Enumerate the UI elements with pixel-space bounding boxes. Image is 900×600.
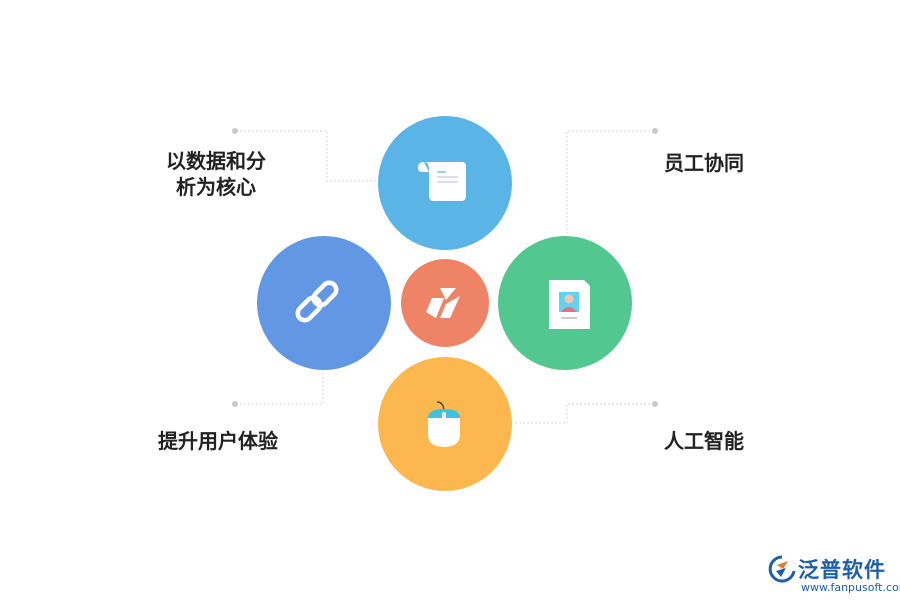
connector-bottom-left — [236, 373, 324, 405]
label-artificial-intelligence: 人工智能 — [664, 429, 744, 453]
label-employee-collaboration: 员工协同 — [664, 151, 744, 175]
connector-top-right — [566, 130, 654, 233]
connector-bottom-right — [513, 403, 654, 424]
circle-top — [378, 116, 512, 250]
label-data-analysis-line2: 析为核心 — [176, 175, 256, 199]
brand-logo-icon — [426, 288, 460, 318]
watermark: 泛普软件 www.fanpusoft.com — [768, 553, 900, 595]
connector-dot-top-left — [232, 128, 238, 134]
circle-left — [257, 236, 391, 370]
watermark-logo-icon — [768, 555, 796, 583]
id-document-icon — [549, 280, 590, 329]
label-user-experience: 提升用户体验 — [158, 429, 278, 453]
circle-bottom — [378, 357, 512, 491]
connector-top-left — [236, 130, 378, 182]
watermark-brand: 泛普软件 — [798, 558, 886, 582]
chain-link-icon — [295, 280, 339, 323]
connector-dot-top-right — [652, 128, 658, 134]
scroll-icon — [418, 162, 466, 201]
mouse-icon — [428, 401, 460, 447]
circle-center — [401, 259, 489, 347]
label-data-analysis-line1: 以数据和分 — [166, 149, 266, 173]
watermark-url: www.fanpusoft.com — [801, 581, 900, 594]
circle-right — [498, 236, 632, 370]
connector-dot-bottom-left — [232, 401, 238, 407]
label-data-analysis: 以数据和分 析为核心 — [156, 148, 276, 200]
connector-dot-bottom-right — [652, 401, 658, 407]
connectors — [236, 130, 654, 424]
